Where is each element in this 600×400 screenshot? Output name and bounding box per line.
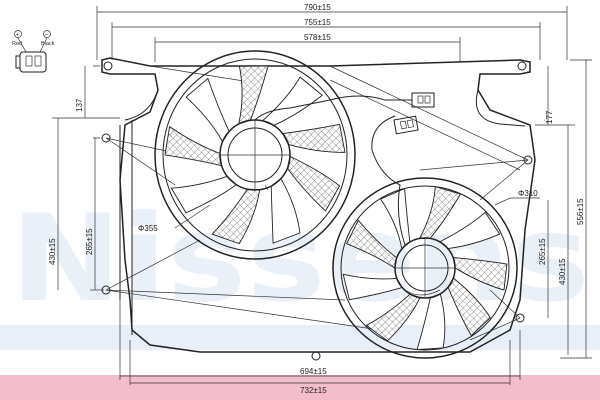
left-dimensions: 137 430±15 265±15 (48, 66, 120, 291)
dim-left-height: 430±15 (48, 238, 57, 265)
fan-blade (281, 123, 346, 153)
dim-bottom-inner-width: 694±15 (300, 367, 327, 376)
dim-left-fan-diameter: Φ355 (138, 224, 158, 233)
fan-blade (185, 77, 230, 143)
fan-blade (238, 65, 269, 125)
dim-inner-width: 578±15 (304, 33, 331, 42)
watermark-band (0, 325, 600, 350)
shroud-frame (93, 57, 536, 361)
dim-right-offset: 177 (545, 110, 554, 124)
fan-blade (365, 293, 421, 342)
fan-blade (211, 188, 261, 245)
fan-blade (438, 211, 501, 250)
fan-blade (447, 277, 491, 337)
fan-blade (418, 186, 462, 239)
fan-blade (286, 155, 341, 212)
bottom-dimensions: 694±15 732±15 (119, 300, 521, 395)
dim-overall-height: 556±15 (576, 198, 585, 225)
left-fan-blades (164, 65, 346, 245)
dim-top-width: 790±15 (304, 3, 331, 12)
dim-bottom-width: 732±15 (300, 386, 327, 395)
left-fan: Φ355 (138, 50, 356, 260)
fan-blade (346, 219, 398, 270)
dim-left-offset: 137 (75, 98, 84, 112)
top-dimensions: 790±15 755±15 578±15 (96, 3, 568, 62)
connector-icon: + − Red Black (12, 30, 55, 73)
right-fan: Φ310 (332, 177, 540, 359)
dim-right-fan-diameter: Φ310 (518, 189, 538, 198)
fan-blade (379, 187, 411, 250)
support-struts (105, 65, 529, 341)
fan-blade (342, 273, 403, 301)
dim-right-fan-height: 265±15 (538, 238, 547, 265)
connector-minus-note: Black (41, 41, 55, 47)
watermark-text: Nissens (10, 190, 590, 329)
connector-plus-label: + (16, 32, 19, 38)
connector-minus-label: − (45, 32, 48, 38)
dim-upper-width: 755±15 (304, 18, 331, 27)
dim-right-height: 430±15 (558, 258, 567, 285)
wiring-harness (254, 92, 441, 296)
dim-left-fan-height: 265±15 (85, 228, 94, 255)
fan-blade (416, 293, 446, 351)
right-fan-blades (342, 186, 508, 351)
fan-blade (270, 177, 301, 244)
connector-plus-note: Red (12, 41, 22, 47)
fan-blade (164, 125, 223, 167)
bottom-pink-band (0, 375, 600, 400)
right-dimensions: 177 265±15 430±15 556±15 (535, 59, 592, 359)
fan-blade (170, 175, 238, 214)
fan-blade (261, 76, 324, 126)
fan-blade (452, 256, 508, 291)
